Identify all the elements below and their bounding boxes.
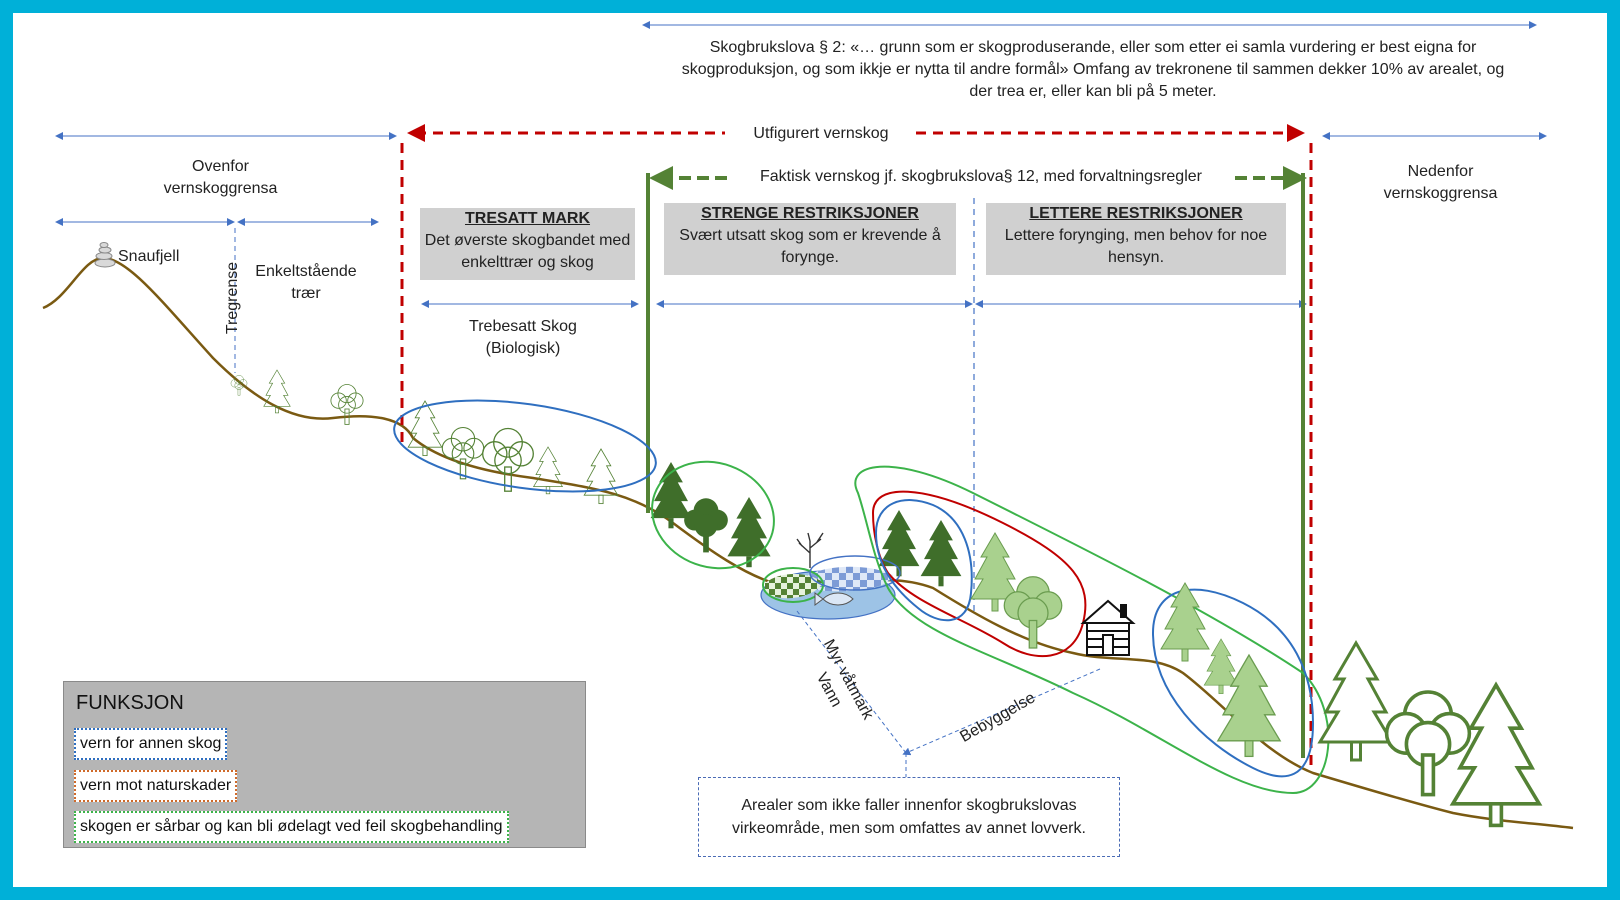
trebesatt-outline [393, 399, 657, 493]
annen-skog-blue-outline-2 [1151, 588, 1315, 778]
legend-item-sarbar: skogen er sårbar og kan bli ødelagt ved … [74, 811, 509, 843]
legend-item-annen-skog: vern for annen skog [74, 728, 228, 760]
naturskade-red-outline [871, 490, 1087, 657]
dead-tree-icon [796, 532, 824, 568]
funksjon-legend: FUNKSJON vern for annen skog vern mot na… [63, 681, 586, 848]
enkeltstaende-label: Enkeltstående trær [255, 263, 357, 302]
tregrense-label: Tregrense [224, 261, 241, 335]
tresatt-mark-box: TRESATT MARK Det øverste skogbandet med … [420, 208, 635, 280]
tresatt-mark-text: Det øverste skogbandet med enkelttrær og… [424, 232, 631, 271]
faktisk-label: Faktisk vernskog jf. skogbrukslova§ 12, … [731, 166, 1231, 188]
lovverk-note-text: Arealer som ikke faller innenfor skogbru… [732, 797, 1086, 837]
cairn-icon [94, 242, 116, 268]
annen-skog-blue-outline-1 [874, 499, 973, 622]
snaufjell-label: Snaufjell [118, 248, 180, 265]
lettere-text: Lettere forynging, men behov for noe hen… [1004, 227, 1268, 266]
trebesatt-label: Trebesatt Skog (Biologisk) [469, 318, 577, 357]
strenge-text: Svært utsatt skog som er krevende å fory… [679, 227, 941, 266]
tresatt-mark-title: TRESATT MARK [464, 210, 591, 227]
skogbrukslova-text: Skogbrukslova § 2: «… grunn som er skogp… [681, 39, 1505, 100]
nedenfor-trees [1318, 641, 1541, 828]
utfigurert-label: Utfigurert vernskog [728, 123, 914, 145]
diagram-canvas [42, 21, 1574, 830]
diagram-frame: Skogbrukslova § 2: «… grunn som er skogp… [13, 13, 1607, 887]
lettere-box: LETTERE RESTRIKSJONER Lettere forynging,… [986, 203, 1286, 275]
strenge-trees [650, 462, 962, 587]
nedenfor-label: Nedenfor vernskoggrensa [1383, 163, 1498, 202]
pointer-myr [796, 610, 907, 754]
pointer-bebyggelse [902, 668, 1101, 756]
strenge-title: STRENGE RESTRIKSJONER [701, 205, 919, 222]
lettere-green-outline [854, 465, 1330, 795]
terrain-ground-line [42, 256, 1574, 830]
legend-item-naturskader: vern mot naturskader [74, 770, 238, 802]
cabin-icon [1080, 599, 1136, 656]
lovverk-note-box: Arealer som ikke faller innenfor skogbru… [698, 777, 1120, 857]
fish-icon [814, 592, 854, 606]
ovenfor-label: Ovenfor vernskoggrensa [163, 158, 278, 197]
legend-title: FUNKSJON [76, 692, 184, 714]
strenge-box: STRENGE RESTRIKSJONER Svært utsatt skog … [664, 203, 956, 275]
strenge-green-outline [651, 460, 775, 570]
lettere-title: LETTERE RESTRIKSJONER [1029, 205, 1243, 222]
